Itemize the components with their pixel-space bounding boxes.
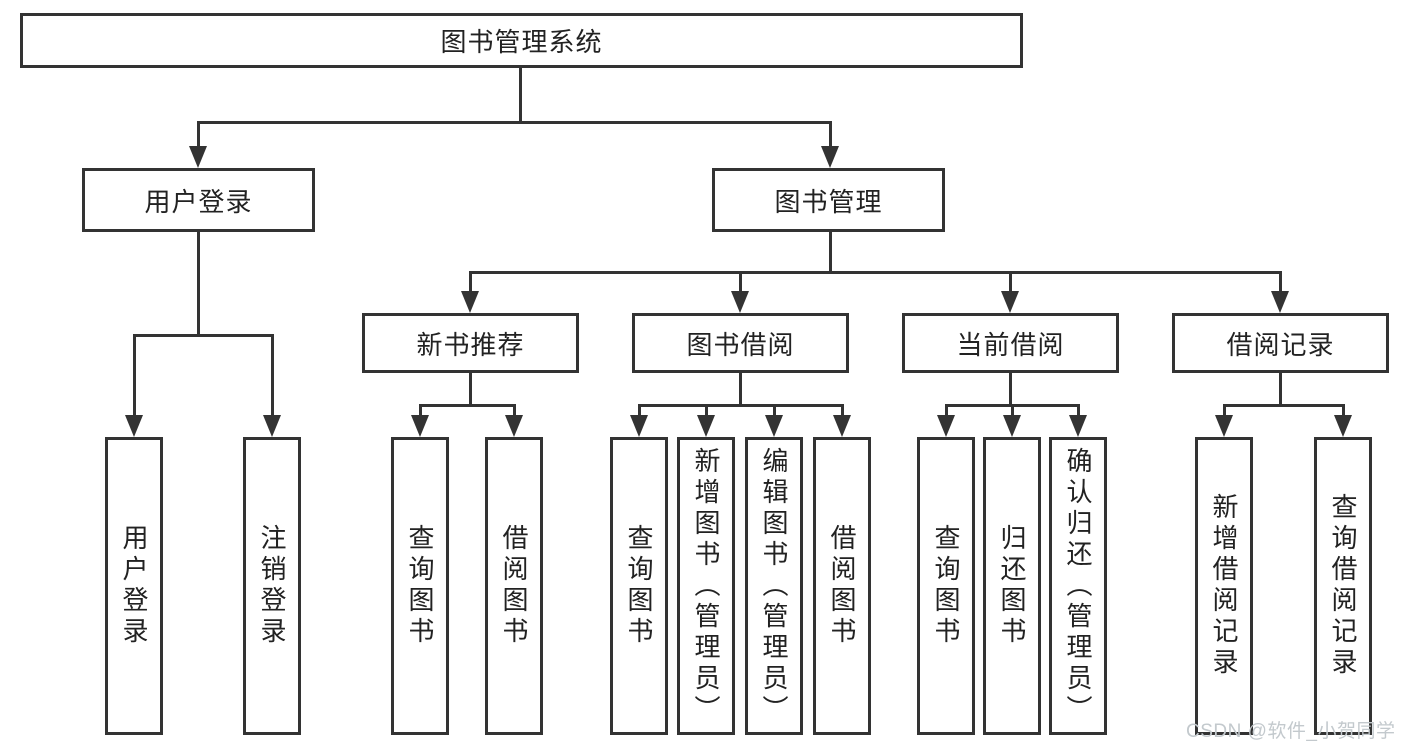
node-label: 用户登录 [119, 524, 149, 648]
connector-line [468, 373, 472, 407]
connector-line [1341, 405, 1345, 417]
arrow-down-icon [505, 415, 523, 437]
connector-line [468, 270, 1282, 274]
connector-line [1008, 373, 1012, 407]
connector-line [418, 405, 422, 417]
arrow-down-icon [630, 415, 648, 437]
connector-line [196, 122, 200, 148]
node-leaf-user-login: 用户登录 [105, 437, 163, 735]
node-leaf-borrow-book-2: 借阅图书 [813, 437, 871, 735]
node-leaf-query-book-1: 查询图书 [391, 437, 449, 735]
connector-line [270, 335, 274, 417]
connector-line [637, 405, 641, 417]
node-label: 归还图书 [997, 524, 1027, 648]
node-label: 用户登录 [144, 186, 253, 217]
arrow-down-icon [189, 146, 207, 168]
node-current-borrowing: 当前借阅 [902, 313, 1119, 373]
connector-line [944, 405, 948, 417]
node-label: 图书管理 [774, 186, 883, 217]
node-leaf-add-borrow-record: 新增借阅记录 [1195, 437, 1253, 735]
node-leaf-query-borrow-record: 查询借阅记录 [1314, 437, 1372, 735]
connector-line [1222, 405, 1226, 417]
arrow-down-icon [1334, 415, 1352, 437]
node-label: 注销登录 [257, 524, 287, 648]
node-label: 图书管理系统 [440, 27, 603, 57]
node-leaf-borrow-book-1: 借阅图书 [485, 437, 543, 735]
connector-line [828, 122, 832, 148]
node-label: 借阅图书 [499, 524, 529, 648]
node-root-system: 图书管理系统 [20, 13, 1023, 68]
node-borrowing-records: 借阅记录 [1172, 313, 1389, 373]
connector-line [828, 232, 832, 274]
node-label: 当前借阅 [956, 329, 1065, 360]
node-label: 图书借阅 [686, 329, 795, 360]
node-label: 新增图书（管理员） [691, 446, 721, 726]
connector-line [468, 272, 472, 293]
connector-line [704, 405, 708, 417]
arrow-down-icon [937, 415, 955, 437]
connector-line [738, 272, 742, 293]
connector-line [1076, 405, 1080, 417]
arrow-down-icon [263, 415, 281, 437]
connector-line [132, 335, 136, 417]
node-label: 新书推荐 [416, 329, 525, 360]
connector-line [738, 373, 742, 407]
node-label: 查询图书 [405, 524, 435, 648]
arrow-down-icon [1215, 415, 1233, 437]
node-user-login: 用户登录 [82, 168, 315, 232]
connector-line [196, 120, 832, 124]
connector-line [1222, 403, 1345, 407]
node-label: 确认归还（管理员） [1063, 446, 1093, 726]
node-book-borrowing: 图书借阅 [632, 313, 849, 373]
node-label: 查询图书 [931, 524, 961, 648]
connector-line [1010, 405, 1014, 417]
arrow-down-icon [411, 415, 429, 437]
arrow-down-icon [1003, 415, 1021, 437]
node-label: 借阅记录 [1226, 329, 1335, 360]
node-label: 查询图书 [624, 524, 654, 648]
node-leaf-query-book-3: 查询图书 [917, 437, 975, 735]
connector-line [1278, 373, 1282, 407]
arrow-down-icon [1001, 291, 1019, 313]
csdn-watermark: CSDN @软件_小贺同学 [1186, 721, 1396, 742]
node-leaf-add-book-admin: 新增图书（管理员） [677, 437, 735, 735]
node-leaf-logout: 注销登录 [243, 437, 301, 735]
connector-line [518, 68, 522, 124]
connector-line [1278, 272, 1282, 293]
arrow-down-icon [125, 415, 143, 437]
connector-line [132, 333, 274, 337]
arrow-down-icon [1271, 291, 1289, 313]
connector-line [512, 405, 516, 417]
node-label: 编辑图书（管理员） [759, 446, 789, 726]
connector-line [196, 232, 200, 337]
arrow-down-icon [1069, 415, 1087, 437]
connector-line [637, 403, 844, 407]
arrow-down-icon [697, 415, 715, 437]
node-leaf-confirm-return: 确认归还（管理员） [1049, 437, 1107, 735]
node-leaf-return-book: 归还图书 [983, 437, 1041, 735]
connector-line [772, 405, 776, 417]
node-label: 新增借阅记录 [1209, 493, 1239, 679]
arrow-down-icon [731, 291, 749, 313]
connector-line [1008, 272, 1012, 293]
node-new-book-recommend: 新书推荐 [362, 313, 579, 373]
node-book-management: 图书管理 [712, 168, 945, 232]
arrow-down-icon [765, 415, 783, 437]
node-leaf-edit-book-admin: 编辑图书（管理员） [745, 437, 803, 735]
node-label: 查询借阅记录 [1328, 493, 1358, 679]
connector-line [840, 405, 844, 417]
node-label: 借阅图书 [827, 524, 857, 648]
arrow-down-icon [461, 291, 479, 313]
arrow-down-icon [821, 146, 839, 168]
arrow-down-icon [833, 415, 851, 437]
node-leaf-query-book-2: 查询图书 [610, 437, 668, 735]
connector-line [418, 403, 516, 407]
